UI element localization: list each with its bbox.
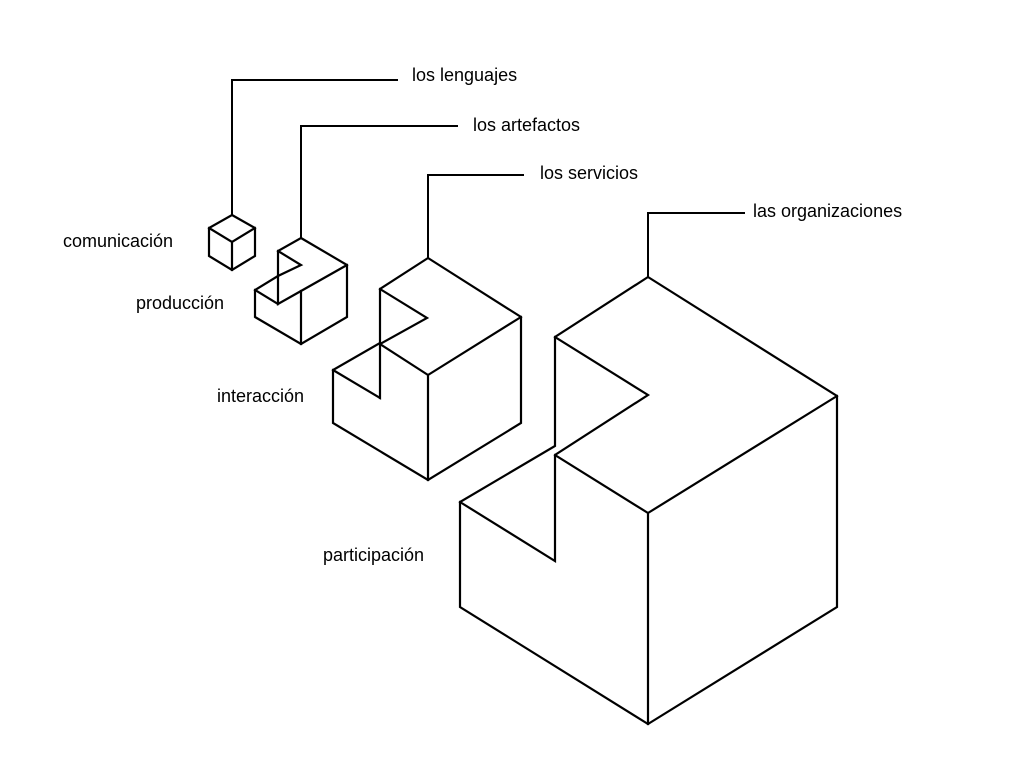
leader-line-artefacts bbox=[300, 125, 458, 238]
element-label-languages: los lenguajes bbox=[412, 65, 517, 85]
level-label-participation: participación bbox=[323, 545, 424, 565]
leader-line-services bbox=[427, 174, 524, 258]
element-label-artefacts: los artefactos bbox=[473, 115, 580, 135]
level-label-communication: comunicación bbox=[63, 231, 173, 251]
element-label-organizations: las organizaciones bbox=[753, 201, 902, 221]
cube-production bbox=[253, 125, 458, 346]
element-label-services: los servicios bbox=[540, 163, 638, 183]
cube-communication bbox=[207, 79, 398, 272]
level-label-production: producción bbox=[136, 293, 224, 313]
cube-interaction bbox=[331, 174, 524, 482]
cube-participation bbox=[458, 212, 839, 726]
level-label-interaction: interacción bbox=[217, 386, 304, 406]
leader-line-languages bbox=[231, 79, 398, 215]
leader-line-organizations bbox=[647, 212, 745, 277]
